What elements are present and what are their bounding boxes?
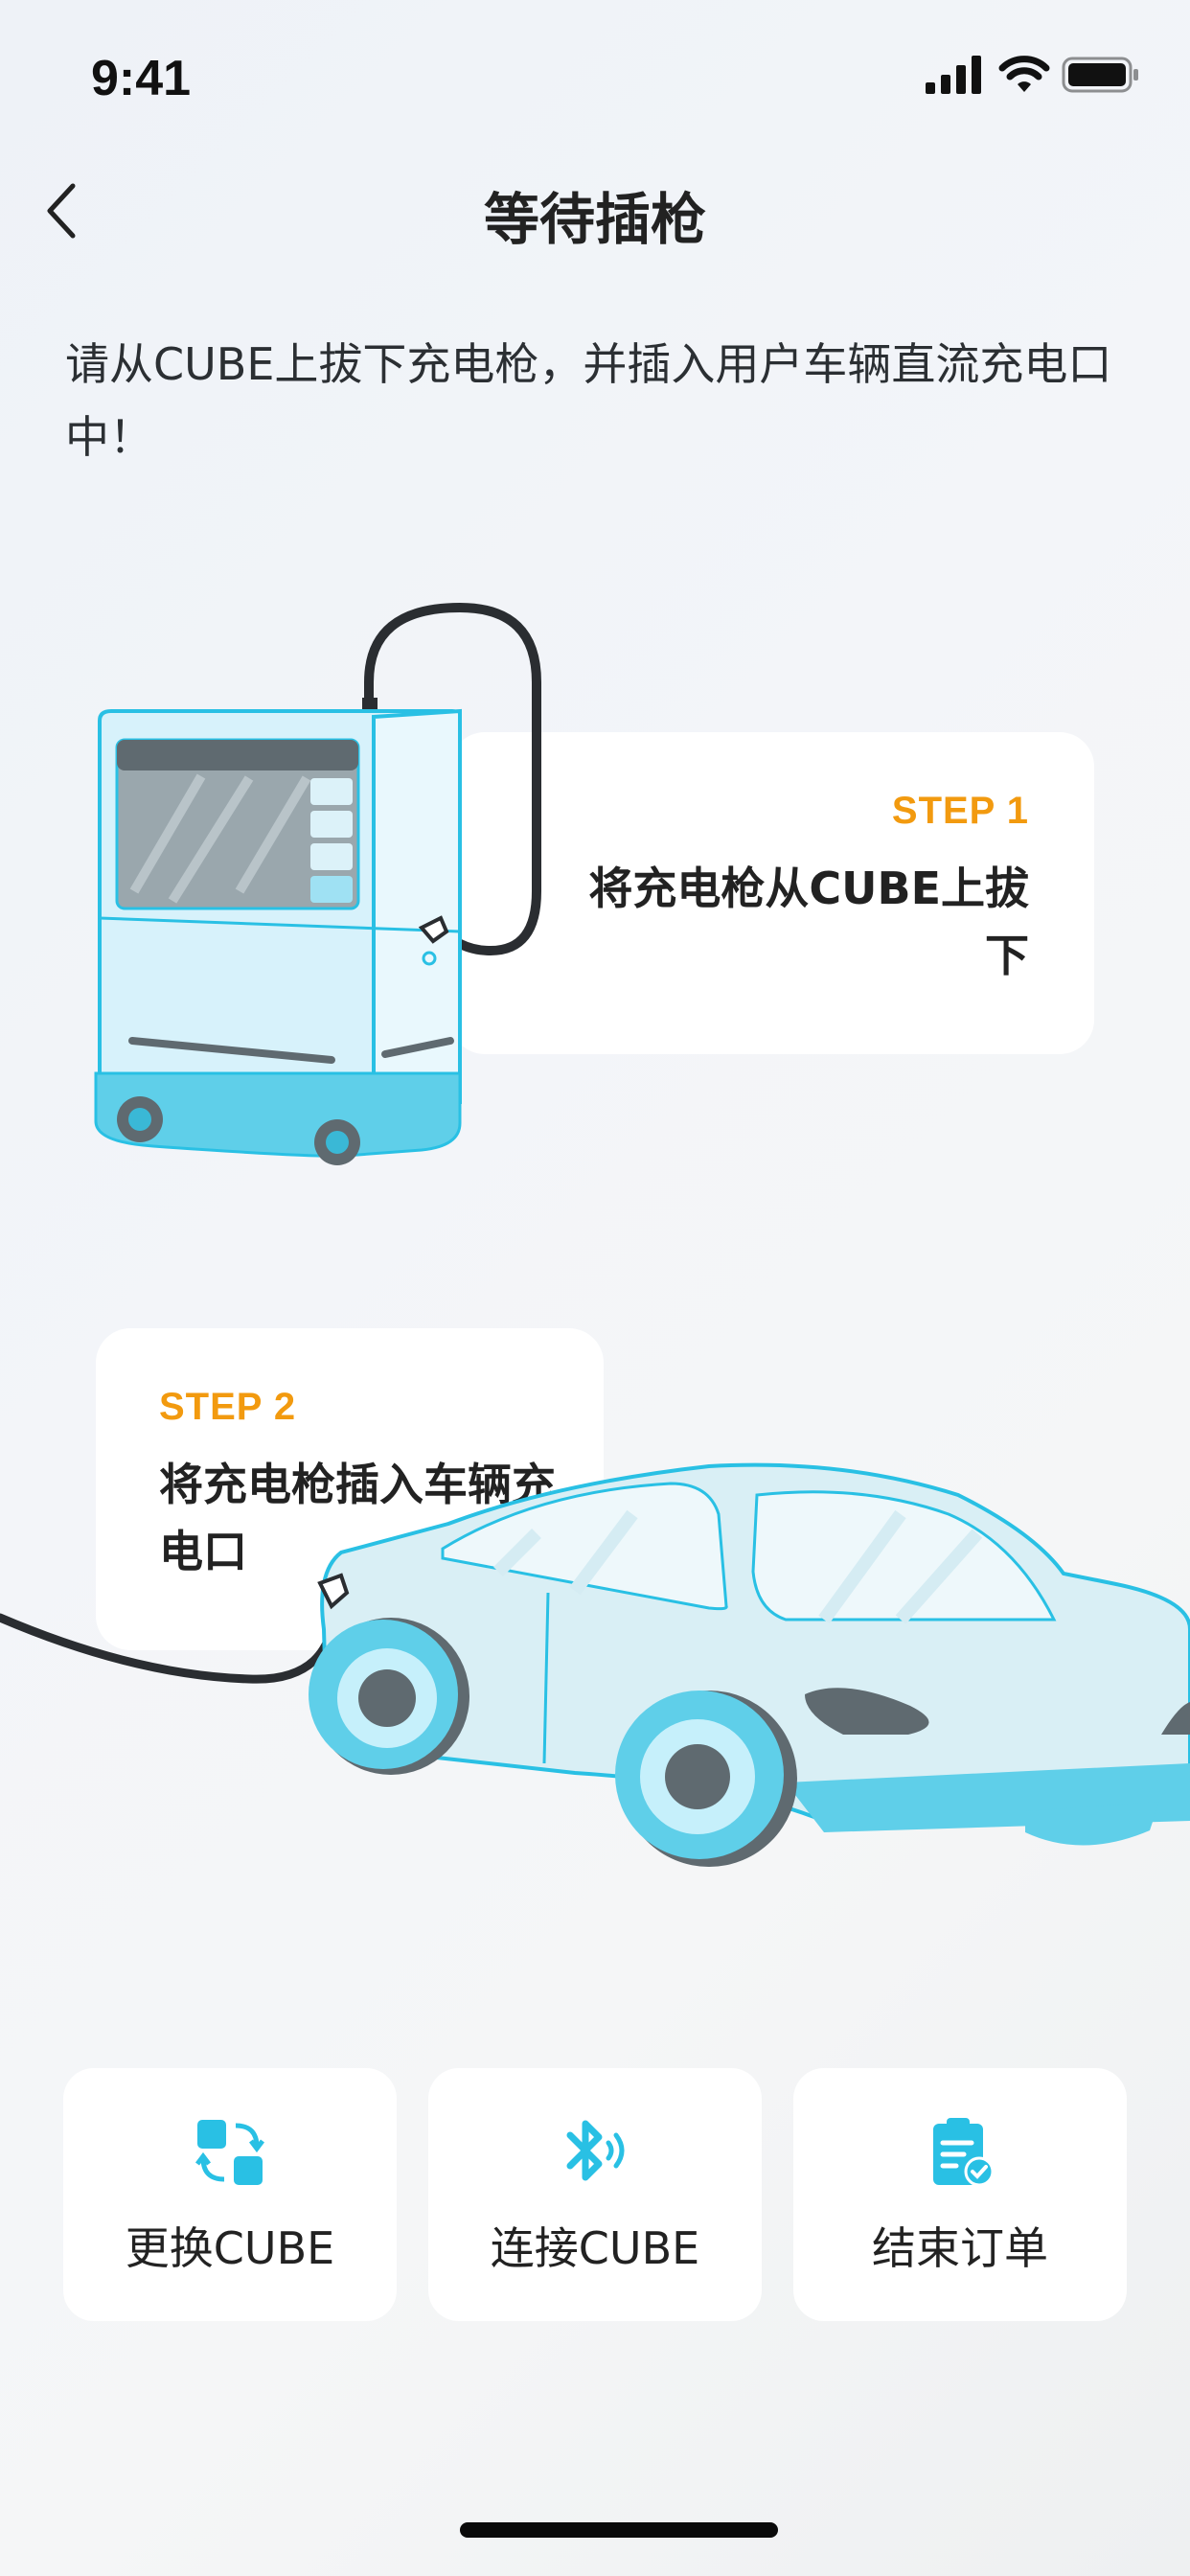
- back-button[interactable]: [23, 172, 100, 249]
- chevron-left-icon: [47, 183, 76, 239]
- end-order-label: 结束订单: [872, 2222, 1048, 2274]
- wifi-icon: [998, 56, 1050, 92]
- home-indicator: [460, 2522, 778, 2538]
- connect-cube-label: 连接CUBE: [490, 2222, 700, 2274]
- status-time: 9:41: [91, 51, 192, 106]
- step-2-card: STEP 2 将充电枪插入车辆充电口: [96, 1328, 604, 1650]
- status-bar: 9:41: [0, 0, 1190, 144]
- signal-icon: [926, 56, 981, 94]
- step-1-label: STEP 1: [891, 790, 1029, 832]
- connect-cube-button[interactable]: 连接CUBE: [428, 2068, 762, 2321]
- step-2-label: STEP 2: [159, 1386, 297, 1428]
- clipboard-check-icon: [933, 2118, 995, 2187]
- switch-cube-label: 更换CUBE: [125, 2222, 335, 2274]
- instruction-text: 请从CUBE上拔下充电枪，并插入用户车辆直流充电口中！: [65, 338, 1112, 463]
- step-2-text: 将充电枪插入车辆充电口: [159, 1459, 556, 1577]
- page-title: 等待插枪: [483, 187, 706, 252]
- swap-icon: [195, 2120, 264, 2185]
- navigation-bar: 等待插枪: [0, 163, 1190, 259]
- bluetooth-icon: [566, 2120, 625, 2181]
- battery-icon: [1062, 57, 1138, 93]
- step-1-card: STEP 1 将充电枪从CUBE上拔下: [450, 732, 1094, 1054]
- step-1-text: 将充电枪从CUBE上拔下: [588, 862, 1029, 981]
- switch-cube-button[interactable]: 更换CUBE: [63, 2068, 397, 2321]
- end-order-button[interactable]: 结束订单: [793, 2068, 1127, 2321]
